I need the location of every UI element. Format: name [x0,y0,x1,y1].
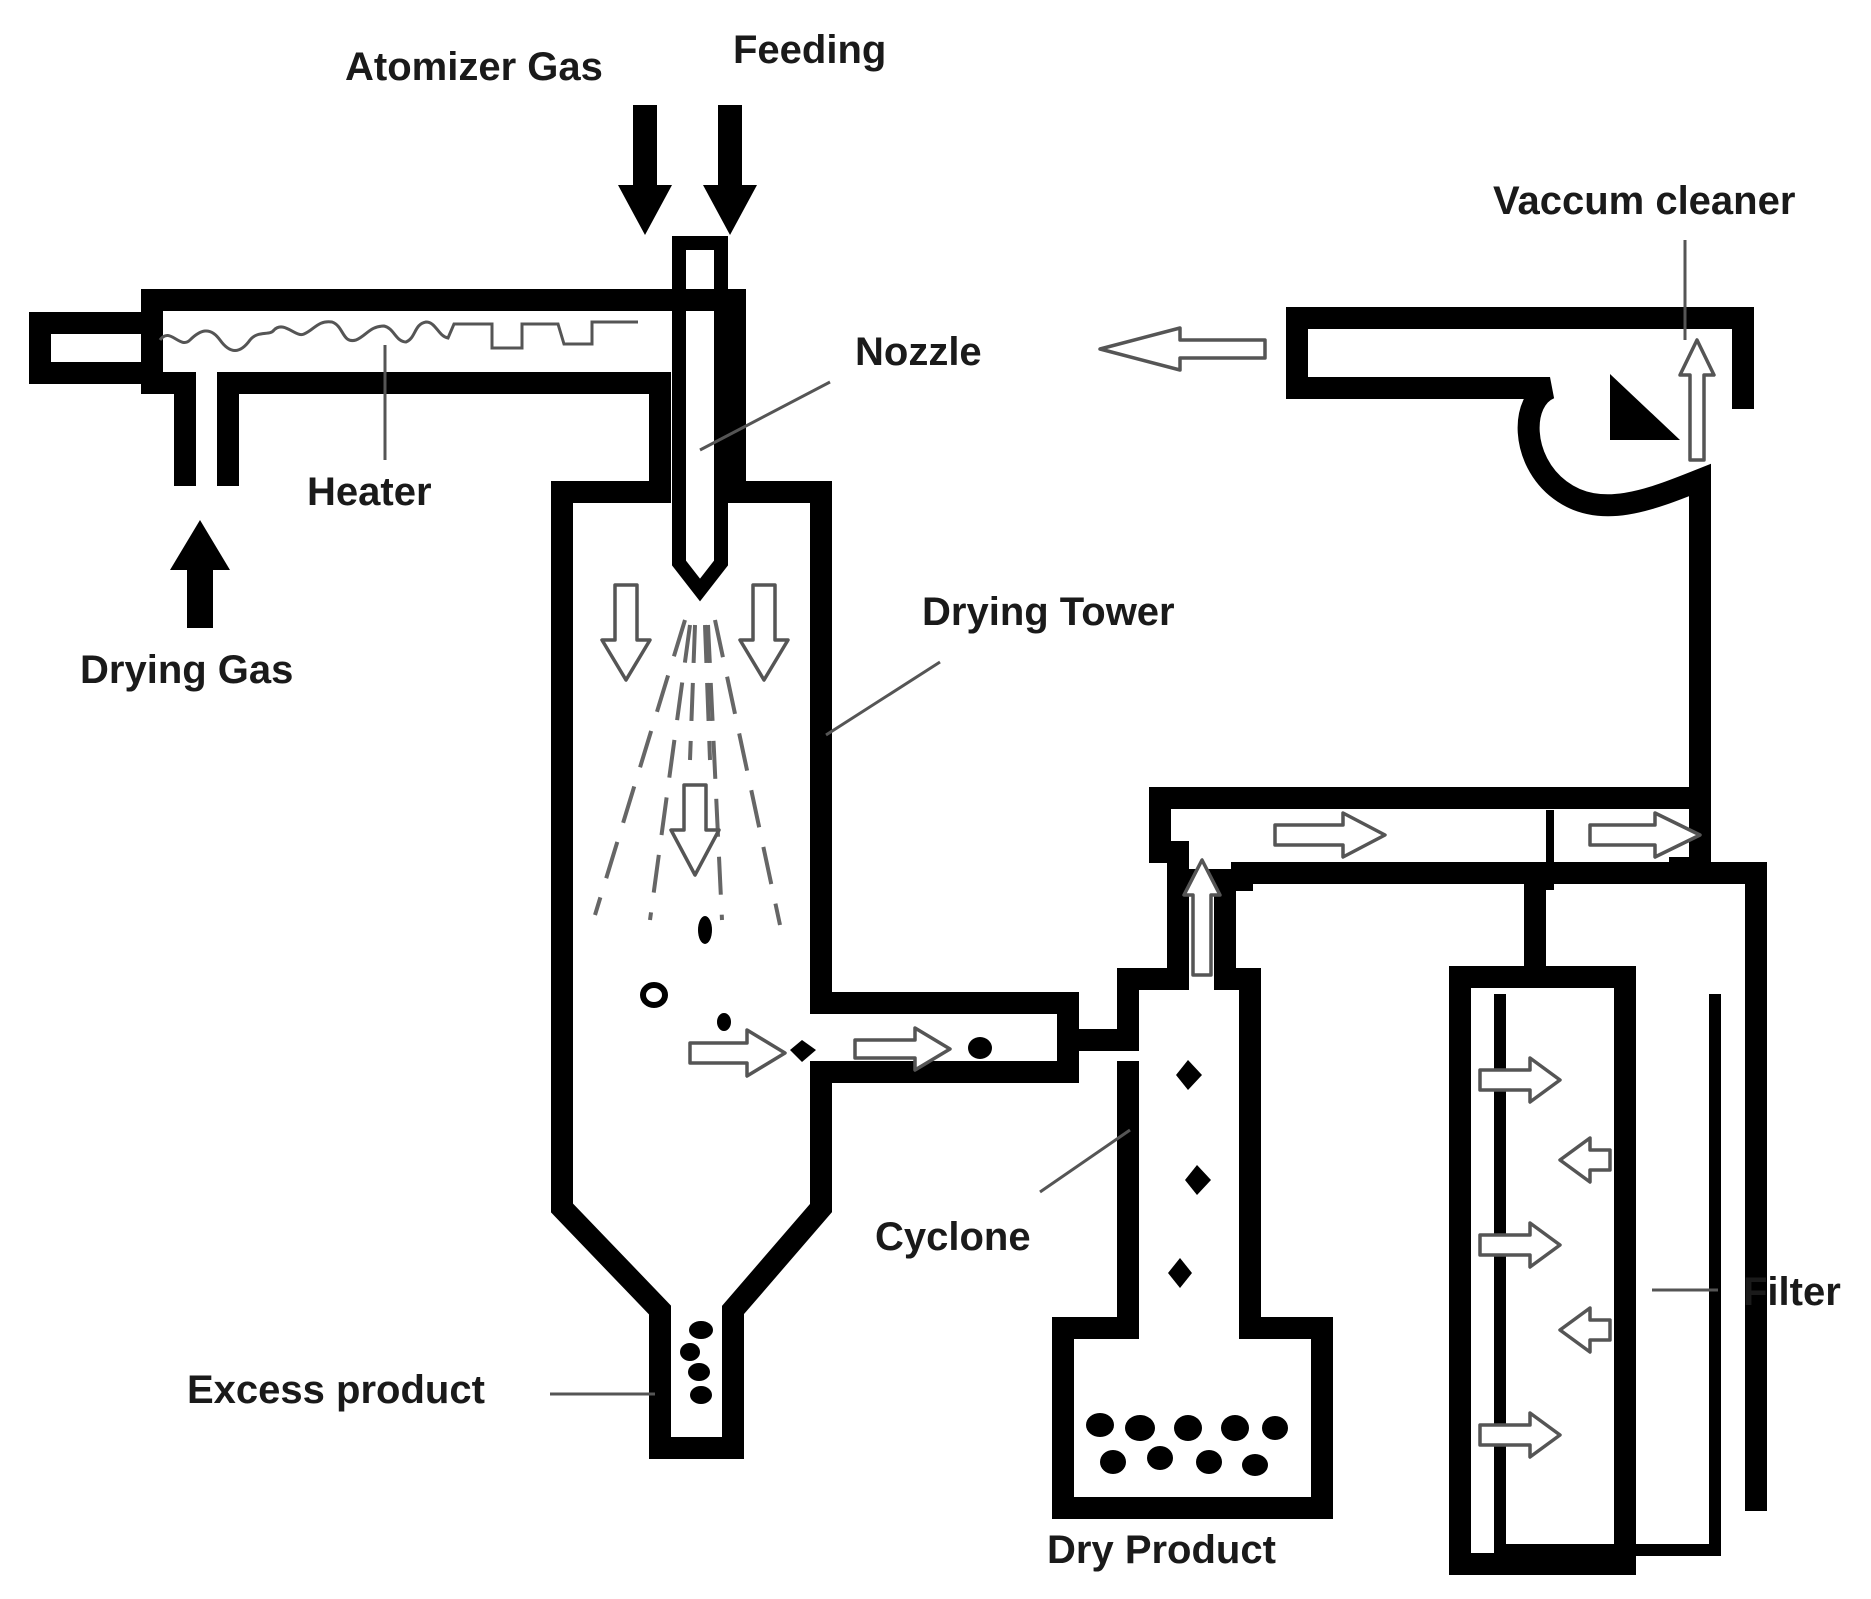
label-drying-tower: Drying Tower [922,590,1175,634]
label-heater: Heater [307,470,432,514]
particle-dot-icon [640,916,1288,1476]
label-vacuum-cleaner: Vaccum cleaner [1493,179,1795,223]
label-nozzle: Nozzle [855,330,982,374]
solid-down-arrow-icon [618,105,672,235]
label-atomizer-gas: Atomizer Gas [345,45,603,89]
label-drying-gas: Drying Gas [80,648,293,692]
label-excess-product: Excess product [187,1368,485,1412]
solid-down-arrow-icon [703,105,757,235]
label-cyclone: Cyclone [875,1215,1031,1259]
label-feeding: Feeding [733,28,886,72]
drying-tower [551,361,1139,1459]
label-dry-product: Dry Product [1047,1528,1276,1572]
nozzle [672,236,728,602]
cyclone [1052,787,1767,1519]
solid-up-arrow-icon [170,520,230,628]
hollow-arrow-icon [600,326,1716,1459]
vacuum-cleaner [1286,307,1754,879]
leader-lines [383,240,1718,1396]
filter [1449,810,1721,1575]
heater-duct [29,289,746,503]
fan-blade-icon [1610,374,1680,440]
label-filter: Filter [1743,1270,1841,1314]
heater-coil [158,320,638,352]
